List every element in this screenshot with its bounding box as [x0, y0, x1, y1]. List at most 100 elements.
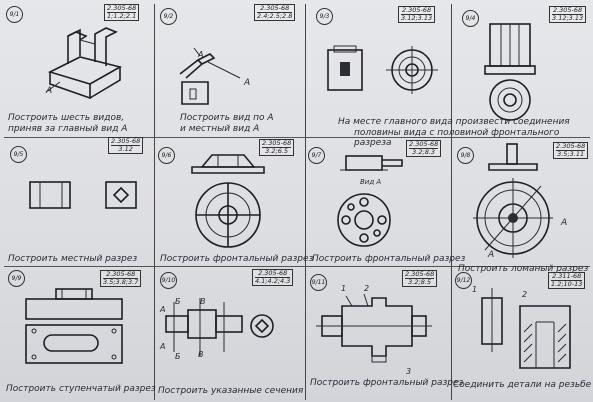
task-number: 9/8: [460, 152, 471, 159]
standard-code: 2.305-68: [111, 137, 141, 146]
callout-1: 1: [341, 284, 347, 293]
task-number-badge: 9/8: [457, 147, 474, 164]
task-number-badge: 9/7: [308, 147, 325, 164]
task-number-badge: 9/4: [462, 10, 479, 27]
section-letter-A: А: [160, 305, 166, 314]
grid-divider: [451, 4, 452, 400]
standard-reference: 2.305-68 3.2;6.5: [259, 139, 295, 156]
task-caption: На месте главного вида произвести соедин…: [338, 117, 570, 127]
standard-code: 2.305-68: [257, 5, 293, 13]
drawing-bent-bracket: [179, 47, 241, 105]
standard-reference: 2.305-68 3.12;3.13: [549, 6, 587, 23]
task-number: 9/1: [9, 11, 20, 18]
callout-2: 2: [364, 284, 370, 293]
standard-reference: 2.305-68 4.1;4.2;4.3: [252, 269, 294, 286]
task-number-badge: 9/3: [316, 8, 333, 25]
task-caption: Построить ломаный разрез: [458, 264, 589, 274]
drawing-slotted-plate: [25, 288, 123, 364]
drawing-nut-views: [484, 23, 536, 121]
standard-reference: 2.305-68 3.5;3.11: [553, 142, 589, 159]
section-letter-A: A: [561, 218, 568, 228]
section-letter-V: В: [200, 297, 206, 306]
standard-code: 2.305-68: [401, 6, 433, 15]
drawing-square-shaft: [29, 181, 137, 209]
task-caption: Построить ступенчатый разрез: [6, 384, 156, 394]
task-caption: Построить местный разрез: [8, 254, 138, 264]
task-caption: Построить вид по А: [180, 113, 274, 123]
task-caption: Построить фронтальный разрез: [310, 378, 464, 388]
standard-code: 2.305-68: [552, 6, 584, 15]
view-letter-A: A: [198, 50, 204, 59]
section-letter-V: В: [198, 350, 204, 359]
standard-pages: 3.12: [118, 145, 133, 153]
standard-pages: 4.1;4.2;4.3: [255, 277, 291, 285]
task-caption: и местный вид А: [180, 124, 260, 134]
standard-code: 2.311-68: [551, 272, 583, 281]
callout-1: 1: [472, 285, 478, 294]
task-number: 9/11: [311, 279, 326, 286]
drawing-isometric-block: [45, 27, 123, 100]
standard-reference: 2.305-68 1;1.2;2.1: [104, 4, 140, 21]
standard-code: 2.305-68: [556, 142, 586, 151]
standard-code: 2.305-68: [255, 270, 291, 278]
standard-pages: 3.12;3.13: [552, 14, 584, 22]
task-caption: приняв за главный вид А: [8, 124, 128, 134]
standard-reference: 2.305-68 2.4;2.5;2.8: [254, 4, 296, 21]
grid-divider: [4, 137, 590, 138]
standard-pages: 1;1.2;2.1: [107, 12, 137, 20]
grid-divider: [154, 4, 155, 400]
standard-code: 2.305-68: [405, 270, 435, 279]
task-number-badge: 9/12: [455, 272, 472, 289]
task-number-badge: 9/1: [6, 6, 23, 23]
task-number-badge: 9/9: [8, 270, 25, 287]
standard-pages: 3.12;3.13: [401, 14, 433, 22]
task-number: 9/7: [311, 152, 322, 159]
task-number-badge: 9/2: [160, 8, 177, 25]
view-letter-A: A: [46, 86, 53, 96]
standard-reference: 2.305-68 3.12;3.13: [398, 6, 436, 23]
section-letter-B: Б: [175, 352, 181, 361]
task-number-badge: 9/6: [158, 147, 175, 164]
grid-divider: [305, 4, 306, 400]
standard-reference: 2.305-68 3.2;8.3: [406, 140, 442, 157]
standard-pages: 3.2;8.3: [412, 148, 436, 156]
drawing-shaft-sections: [165, 298, 274, 356]
callout-3: 3: [406, 367, 412, 376]
section-letter-A: A: [488, 250, 495, 260]
drawing-pulley-views: [473, 143, 553, 258]
view-label: Вид А: [360, 178, 382, 186]
section-letter-B: Б: [175, 297, 181, 306]
standard-reference: 2.311-68 1.2;10-13: [548, 272, 586, 289]
standard-reference: 2.305-68 3.5;3.8;3.7: [100, 270, 142, 287]
task-caption: Соединить детали на резьбе: [453, 380, 592, 390]
task-number-badge: 9/5: [10, 146, 27, 163]
standard-reference: 2.305-68 3.2;8.5: [402, 270, 438, 287]
drawing-bolted-flange: [337, 155, 403, 247]
standard-code: 2.305-68: [409, 140, 439, 149]
section-letter-A: А: [160, 342, 166, 351]
task-number: 9/5: [13, 151, 24, 158]
grid-divider: [4, 266, 590, 267]
task-caption: Построить указанные сечения: [158, 386, 304, 396]
task-caption: Построить шесть видов,: [8, 113, 125, 123]
standard-code: 2.305-68: [107, 4, 137, 13]
standard-pages: 2.4;2.5;2.8: [257, 12, 293, 20]
standard-pages: 3.2;8.5: [408, 278, 432, 286]
task-number: 9/9: [11, 275, 22, 282]
task-number: 9/3: [319, 13, 330, 20]
standard-pages: 3.5;3.11: [557, 150, 585, 158]
task-caption: Построить фронтальный разрез: [160, 254, 314, 264]
task-number: 9/10: [161, 277, 176, 284]
standard-pages: 3.5;3.8;3.7: [103, 278, 139, 286]
callout-2: 2: [522, 290, 528, 299]
task-number-badge: 9/11: [310, 274, 327, 291]
task-number: 9/4: [465, 15, 476, 22]
drawing-threaded-parts: [481, 288, 571, 369]
task-caption: половины вида с половиной фронтального р…: [354, 128, 560, 148]
drawing-bushing-views: [327, 45, 438, 94]
standard-pages: 1.2;10-13: [551, 280, 583, 288]
standard-pages: 3.2;6.5: [265, 147, 289, 155]
drawing-valve-body: [316, 293, 432, 363]
task-number: 9/12: [456, 277, 471, 284]
